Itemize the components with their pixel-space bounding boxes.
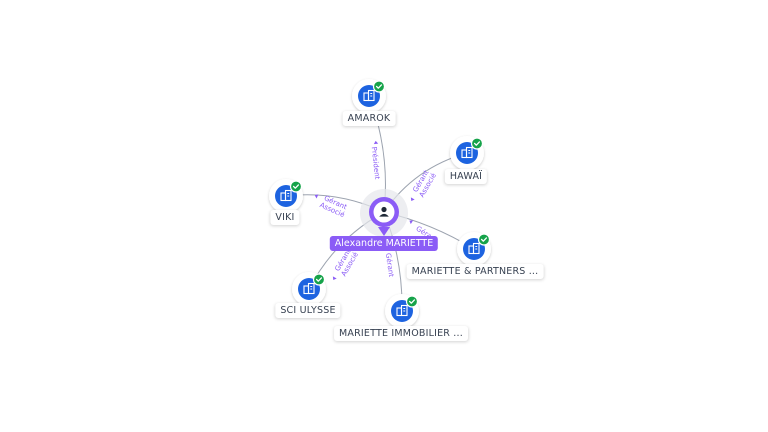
company-node-hawai[interactable]	[450, 136, 484, 170]
arrow-icon	[332, 276, 337, 281]
arrow-icon	[373, 140, 379, 145]
arrow-icon	[314, 194, 319, 199]
center-person-label[interactable]: Alexandre MARIETTE	[329, 236, 439, 251]
building-icon	[461, 146, 473, 159]
building-icon	[468, 242, 480, 255]
company-node-sci-ulysse[interactable]	[292, 272, 326, 306]
center-node[interactable]	[360, 189, 408, 237]
company-label-sci-ulysse[interactable]: SCI ULYSSE	[275, 303, 341, 318]
check-badge-icon	[470, 137, 484, 150]
building-icon	[280, 189, 292, 202]
role-text: Président	[370, 146, 381, 180]
company-node-mariette-partners[interactable]	[457, 232, 491, 266]
company-label-amarok[interactable]: AMAROK	[342, 111, 396, 126]
check-badge-icon	[477, 233, 491, 246]
arrow-icon	[410, 197, 415, 202]
edge-role-label-amarok: Président	[370, 140, 381, 180]
building-icon	[396, 304, 408, 317]
company-label-viki[interactable]: VIKI	[270, 210, 300, 225]
role-text: Gérant	[384, 253, 395, 278]
company-label-hawai[interactable]: HAWAÏ	[444, 169, 488, 184]
check-badge-icon	[312, 273, 326, 286]
company-node-amarok[interactable]	[352, 79, 386, 113]
person-icon	[379, 206, 389, 217]
company-label-mariette-partners[interactable]: MARIETTE & PARTNERS ...	[406, 264, 544, 279]
check-badge-icon	[372, 80, 386, 93]
arrow-icon	[409, 220, 414, 225]
building-icon	[303, 282, 315, 295]
company-node-viki[interactable]	[269, 179, 303, 213]
center-pin-marker	[378, 227, 390, 236]
check-badge-icon	[405, 295, 419, 308]
check-badge-icon	[289, 180, 303, 193]
building-icon	[363, 89, 375, 102]
company-node-mariette-immobilier[interactable]	[385, 294, 419, 328]
company-label-mariette-immobilier[interactable]: MARIETTE IMMOBILIER ...	[334, 326, 468, 341]
